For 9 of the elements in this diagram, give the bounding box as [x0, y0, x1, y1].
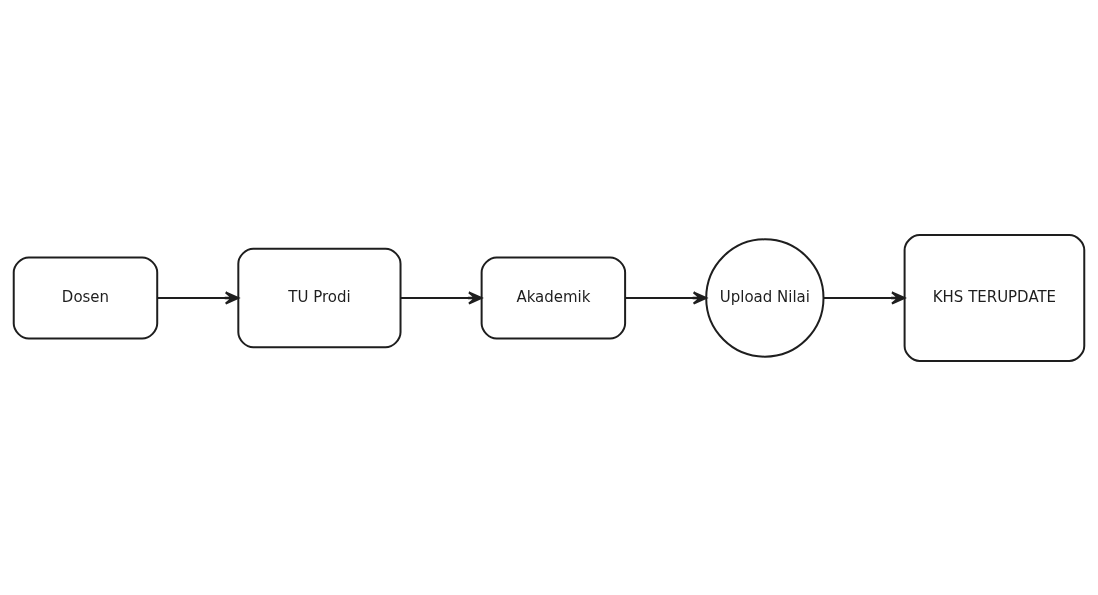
arrow: [823, 290, 906, 305]
arrow: [156, 290, 240, 305]
node-box: Dosen: [12, 255, 159, 340]
node-box: TU Prodi: [237, 247, 402, 348]
node-box: Akademik: [480, 255, 627, 340]
arrow: [399, 290, 483, 305]
node-circle: Upload Nilai: [705, 237, 825, 358]
node-box: KHS TERUPDATE: [903, 233, 1086, 362]
arrow: [624, 290, 708, 305]
